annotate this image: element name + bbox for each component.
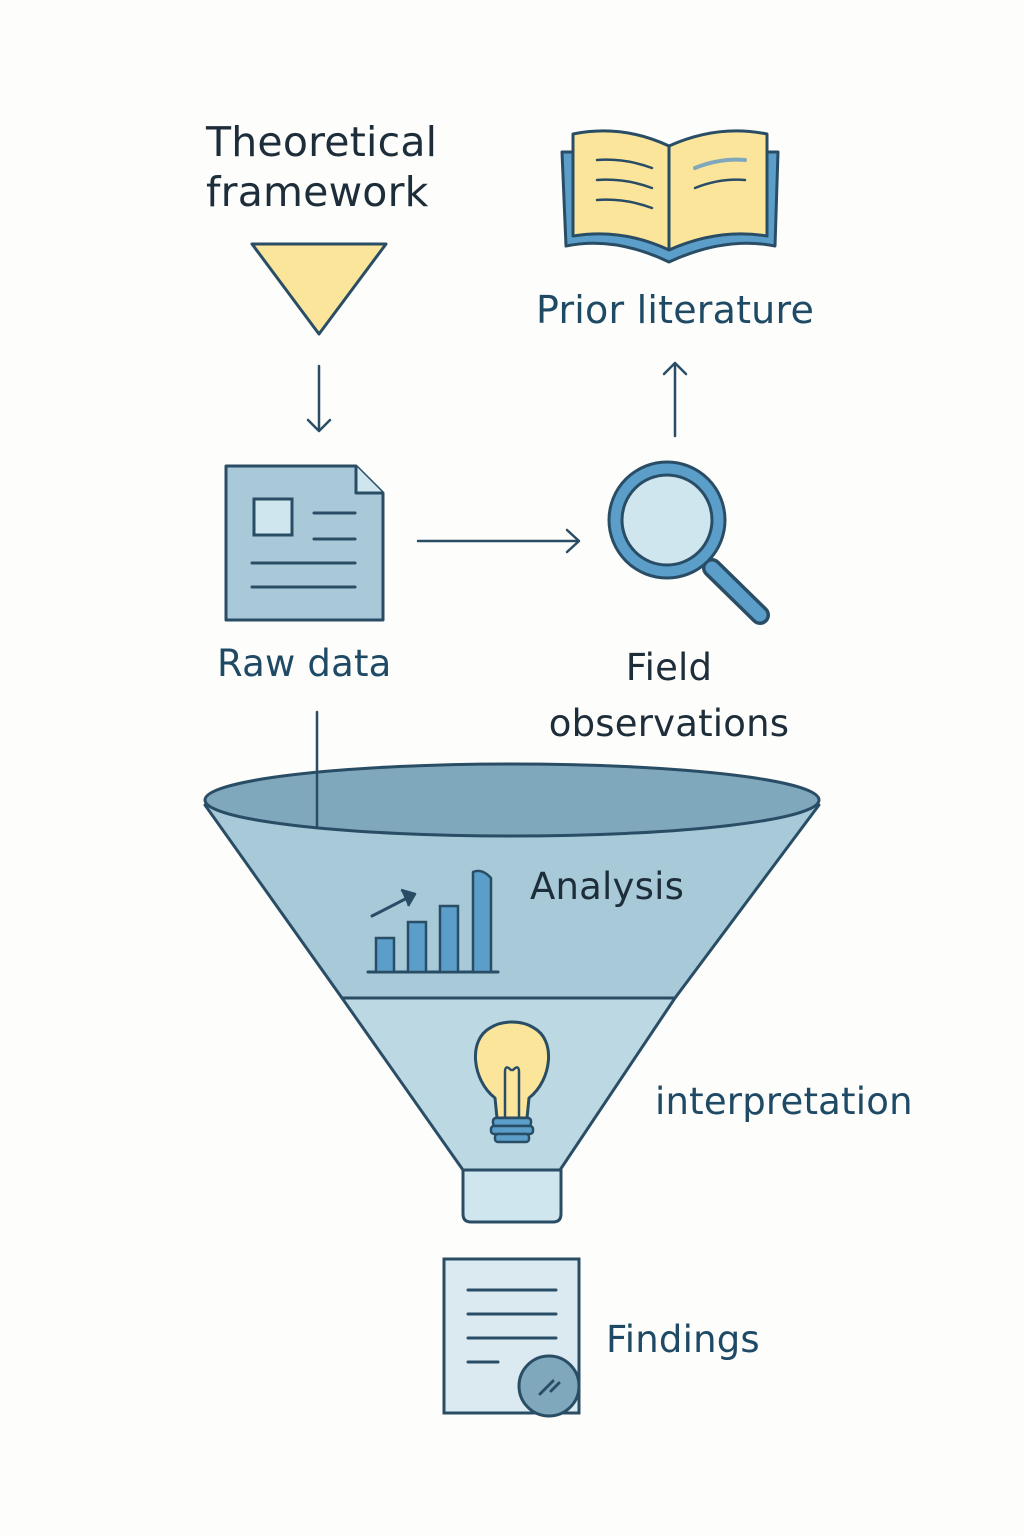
- raw-data-label: Raw data: [217, 642, 392, 685]
- certificate-document-icon: [442, 1257, 581, 1418]
- interpretation-label: interpretation: [655, 1080, 913, 1123]
- analysis-label: Analysis: [530, 865, 685, 908]
- magnifier-icon: [607, 460, 770, 625]
- bar-chart-icon: [366, 869, 500, 974]
- arrow-right-data-to-observations: [416, 528, 581, 554]
- findings-label: Findings: [606, 1318, 760, 1361]
- open-book-icon: [560, 129, 780, 264]
- lightbulb-icon: [474, 1020, 550, 1144]
- triangle-icon: [250, 242, 388, 336]
- funnel: [203, 762, 821, 1224]
- arrow-down-theory-to-data: [306, 364, 332, 433]
- prior-literature-label: Prior literature: [536, 288, 815, 332]
- arrow-up-to-literature: [662, 361, 688, 438]
- document-icon: [224, 464, 385, 622]
- field-observations-label: Field observations: [548, 646, 790, 745]
- theoretical-framework-label: Theoretical framework: [206, 118, 438, 216]
